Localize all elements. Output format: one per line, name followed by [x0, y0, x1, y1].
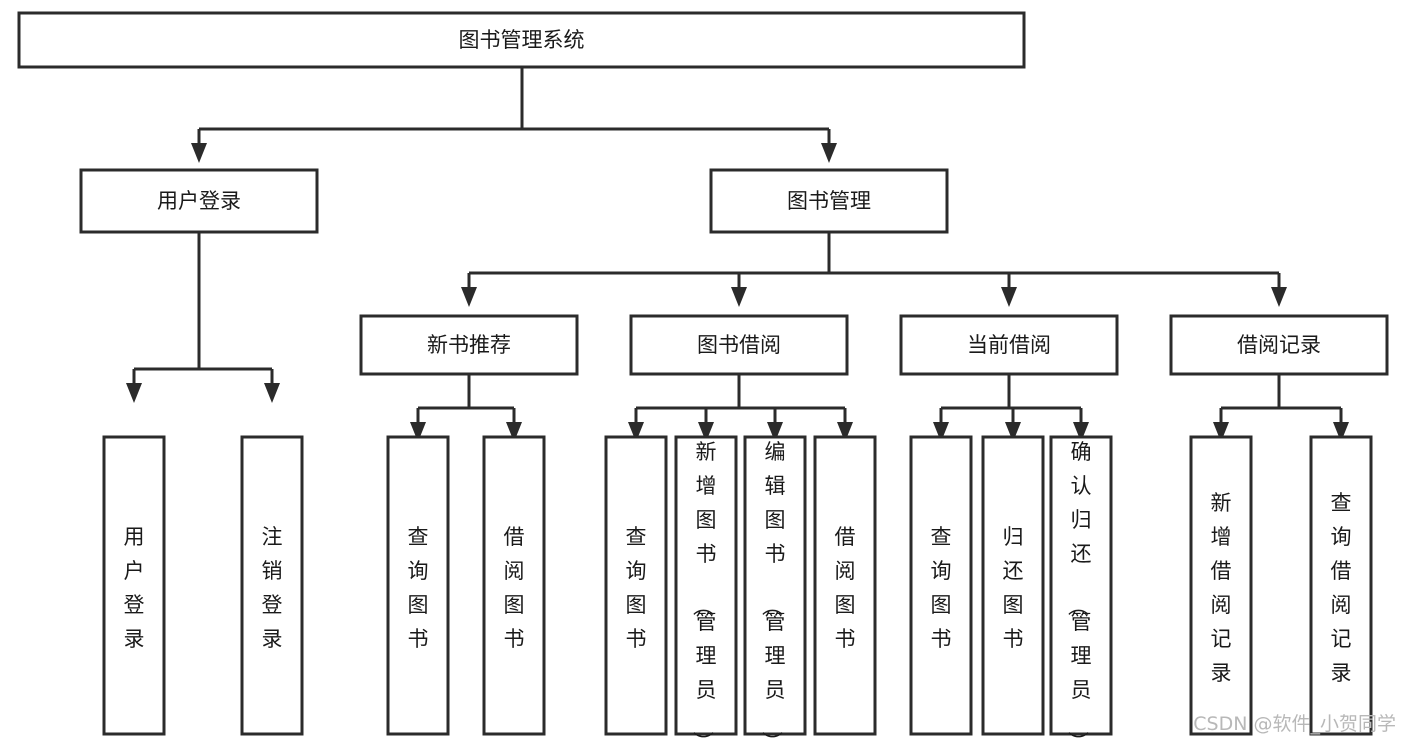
arrow-head-icon: [731, 287, 747, 307]
node-label-leaf-user-login: 用户登录: [124, 525, 145, 651]
arrow-head-icon: [506, 422, 522, 442]
node-box-user-login[interactable]: [79, 168, 319, 234]
node-box-leaf-query-record[interactable]: [1309, 435, 1373, 736]
node-leaf-return-book[interactable]: 归还图书: [981, 435, 1045, 736]
node-label-leaf-edit-book: 编辑图书（管理员）: [760, 440, 786, 747]
node-label-leaf-query-book-3: 查询图书: [931, 525, 952, 651]
arrow-head-icon: [1073, 422, 1089, 442]
node-leaf-confirm-return[interactable]: 确认归还（管理员）: [1049, 435, 1113, 747]
node-leaf-add-book[interactable]: 新增图书（管理员）: [674, 435, 738, 747]
node-box-new-book-recommend[interactable]: [359, 314, 579, 376]
arrow-head-icon: [837, 422, 853, 442]
node-label-leaf-query-book-1: 查询图书: [408, 525, 429, 651]
node-label-book-manage: 图书管理: [787, 189, 871, 213]
node-leaf-user-login[interactable]: 用户登录: [102, 435, 166, 736]
connectors-layer: [126, 67, 1349, 442]
arrow-head-icon: [933, 422, 949, 442]
arrow-head-icon: [821, 143, 837, 163]
arrow-head-icon: [264, 383, 280, 403]
arrow-head-icon: [628, 422, 644, 442]
node-box-leaf-logout[interactable]: [240, 435, 304, 736]
node-label-book-borrow: 图书借阅: [697, 333, 781, 357]
node-label-leaf-query-record: 查询借阅记录: [1331, 491, 1352, 685]
arrow-head-icon: [767, 422, 783, 442]
node-box-book-borrow[interactable]: [629, 314, 849, 376]
node-leaf-edit-book[interactable]: 编辑图书（管理员）: [743, 435, 807, 747]
csdn-watermark: CSDN @软件_小贺同学: [1193, 713, 1396, 735]
level2-node-group: 用户登录 图书管理: [79, 168, 949, 234]
connector-group-level2-to-level3: [461, 232, 1287, 307]
node-leaf-query-book-3[interactable]: 查询图书: [909, 435, 973, 736]
connector-group-newbook-to-leaves: [410, 374, 522, 442]
arrow-head-icon: [1333, 422, 1349, 442]
node-label-leaf-borrow-book-1: 借阅图书: [504, 525, 525, 651]
node-box-leaf-edit-book[interactable]: [743, 435, 807, 736]
node-box-leaf-add-book[interactable]: [674, 435, 738, 736]
node-box-leaf-query-book-3[interactable]: [909, 435, 973, 736]
node-box-leaf-add-record[interactable]: [1189, 435, 1253, 736]
node-borrow-record[interactable]: 借阅记录: [1169, 314, 1389, 376]
node-label-leaf-query-book-2: 查询图书: [626, 525, 647, 651]
level3-node-group: 新书推荐 图书借阅 当前借阅 借阅记录: [359, 314, 1389, 376]
node-label-current-borrow: 当前借阅: [967, 333, 1051, 357]
arrow-head-icon: [698, 422, 714, 442]
node-box-leaf-borrow-book-2[interactable]: [813, 435, 877, 736]
node-box-leaf-borrow-book-1[interactable]: [482, 435, 546, 736]
node-new-book-recommend[interactable]: 新书推荐: [359, 314, 579, 376]
node-label-leaf-return-book: 归还图书: [1003, 525, 1024, 651]
node-label-leaf-borrow-book-2: 借阅图书: [835, 525, 856, 651]
node-user-login[interactable]: 用户登录: [79, 168, 319, 234]
arrow-head-icon: [126, 383, 142, 403]
nodes-layer: 图书管理系统用户登录图书管理新书推荐图书借阅当前借阅借阅记录用户登录注销登录查询…: [17, 11, 1389, 747]
watermark-layer: CSDN @软件_小贺同学: [1193, 713, 1396, 735]
node-label-leaf-add-record: 新增借阅记录: [1211, 491, 1232, 685]
leaves-node-group: 用户登录 注销登录 查询图书 借阅图书 查询图书 新增图书（管理员） 编辑图书（管理员） 借阅…: [102, 435, 1373, 747]
node-box-current-borrow[interactable]: [899, 314, 1119, 376]
node-current-borrow[interactable]: 当前借阅: [899, 314, 1119, 376]
node-label-leaf-add-book: 新增图书（管理员）: [691, 440, 717, 747]
node-label-user-login: 用户登录: [157, 189, 241, 213]
node-leaf-logout[interactable]: 注销登录: [240, 435, 304, 736]
arrow-head-icon: [1001, 287, 1017, 307]
connector-group-userlogin-to-leaves: [126, 232, 280, 403]
node-box-leaf-return-book[interactable]: [981, 435, 1045, 736]
arrow-head-icon: [461, 287, 477, 307]
node-label-leaf-confirm-return: 确认归还（管理员）: [1066, 440, 1092, 747]
connector-group-root-to-level2: [191, 67, 837, 163]
node-box-book-manage[interactable]: [709, 168, 949, 234]
connector-group-borrowrecord-to-leaves: [1213, 374, 1349, 442]
node-label-root: 图书管理系统: [459, 28, 585, 52]
node-book-borrow[interactable]: 图书借阅: [629, 314, 849, 376]
arrow-head-icon: [191, 143, 207, 163]
node-leaf-borrow-book-1[interactable]: 借阅图书: [482, 435, 546, 736]
node-leaf-borrow-book-2[interactable]: 借阅图书: [813, 435, 877, 736]
node-root[interactable]: 图书管理系统: [17, 11, 1026, 69]
node-leaf-add-record[interactable]: 新增借阅记录: [1189, 435, 1253, 736]
node-leaf-query-record[interactable]: 查询借阅记录: [1309, 435, 1373, 736]
arrow-head-icon: [1271, 287, 1287, 307]
node-box-borrow-record[interactable]: [1169, 314, 1389, 376]
node-leaf-query-book-2[interactable]: 查询图书: [604, 435, 668, 736]
node-label-leaf-logout: 注销登录: [262, 525, 283, 651]
node-box-leaf-user-login[interactable]: [102, 435, 166, 736]
root-node-group: 图书管理系统: [17, 11, 1026, 69]
connector-group-currentborrow-to-leaves: [933, 374, 1089, 442]
arrow-head-icon: [1213, 422, 1229, 442]
arrow-head-icon: [1005, 422, 1021, 442]
node-leaf-query-book-1[interactable]: 查询图书: [386, 435, 450, 736]
node-box-root[interactable]: [17, 11, 1026, 69]
connector-group-bookborrow-to-leaves: [628, 374, 853, 442]
node-label-new-book-recommend: 新书推荐: [427, 333, 511, 357]
node-box-leaf-confirm-return[interactable]: [1049, 435, 1113, 736]
arrow-head-icon: [410, 422, 426, 442]
node-label-borrow-record: 借阅记录: [1237, 333, 1321, 357]
node-box-leaf-query-book-1[interactable]: [386, 435, 450, 736]
node-book-manage[interactable]: 图书管理: [709, 168, 949, 234]
node-box-leaf-query-book-2[interactable]: [604, 435, 668, 736]
